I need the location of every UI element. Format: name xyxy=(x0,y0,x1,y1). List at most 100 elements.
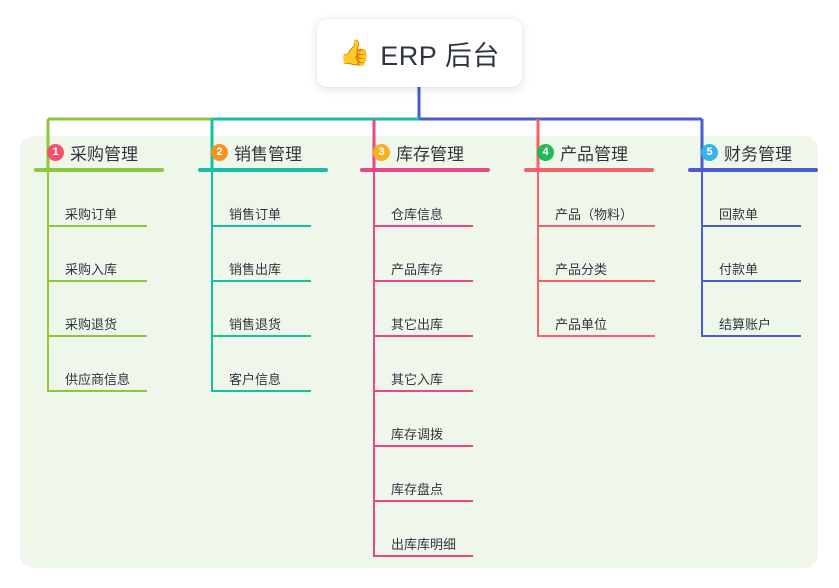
branch-item-label: 销售退货 xyxy=(229,317,282,332)
branch-items: 销售订单销售出库销售退货客户信息 xyxy=(211,172,358,392)
branch-title: 产品管理 xyxy=(560,144,628,164)
branch-number-badge: 1 xyxy=(47,143,64,161)
branch-item-label: 回款单 xyxy=(719,207,759,222)
branch-item-rule xyxy=(701,225,801,227)
branch-item-rule xyxy=(701,280,801,282)
branch-item[interactable]: 付款单 xyxy=(701,227,839,282)
branch-items: 回款单付款单结算账户 xyxy=(701,172,839,337)
branch-item-label: 其它入库 xyxy=(391,372,444,387)
branch-item-label: 产品分类 xyxy=(555,262,608,277)
branch-item[interactable]: 库存调拨 xyxy=(373,392,520,447)
branch-item-label: 付款单 xyxy=(719,262,759,277)
branch-item-label: 销售订单 xyxy=(229,207,282,222)
branch-spine xyxy=(47,172,49,392)
branch-item-rule xyxy=(47,390,147,392)
branch-header-rule xyxy=(198,168,328,172)
branch-spine xyxy=(211,172,213,392)
branches-panel xyxy=(20,136,818,568)
branch-number-badge: 4 xyxy=(537,143,554,161)
branch-item-label: 产品（物料） xyxy=(555,207,634,222)
branch-header-2[interactable]: 2 销售管理 xyxy=(198,136,358,168)
branch-item-label: 采购订单 xyxy=(65,207,118,222)
branch-header-4[interactable]: 4 产品管理 xyxy=(524,136,684,168)
branch-item[interactable]: 采购入库 xyxy=(47,227,194,282)
branch-column-1: 1 采购管理采购订单采购入库采购退货供应商信息 xyxy=(34,136,194,392)
branch-item-label: 产品库存 xyxy=(391,262,444,277)
branch-columns: 1 采购管理采购订单采购入库采购退货供应商信息 2 销售管理销售订单销售出库销售退货客… xyxy=(20,136,818,568)
branch-number-badge: 5 xyxy=(701,143,718,161)
branch-spine xyxy=(701,172,703,337)
branch-item[interactable]: 销售出库 xyxy=(211,227,358,282)
branch-header-rule xyxy=(524,168,654,172)
branch-item-label: 采购退货 xyxy=(65,317,118,332)
branch-item[interactable]: 其它出库 xyxy=(373,282,520,337)
branch-item-label: 供应商信息 xyxy=(65,372,131,387)
branch-header-rule xyxy=(360,168,490,172)
branch-item[interactable]: 产品库存 xyxy=(373,227,520,282)
branch-item[interactable]: 销售退货 xyxy=(211,282,358,337)
branch-item-rule xyxy=(211,225,311,227)
branch-item-rule xyxy=(373,225,473,227)
branch-item-rule xyxy=(373,335,473,337)
branch-item[interactable]: 其它入库 xyxy=(373,337,520,392)
branch-item-label: 仓库信息 xyxy=(391,207,444,222)
branch-column-5: 5 财务管理回款单付款单结算账户 xyxy=(688,136,839,337)
branch-header-1[interactable]: 1 采购管理 xyxy=(34,136,194,168)
branch-item[interactable]: 库存盘点 xyxy=(373,447,520,502)
branch-item-rule xyxy=(537,335,655,337)
branch-item-rule xyxy=(373,390,473,392)
branch-item-rule xyxy=(701,335,801,337)
branch-item-label: 库存调拨 xyxy=(391,427,444,442)
branch-column-4: 4 产品管理产品（物料） 产品分类产品单位 xyxy=(524,136,684,337)
branch-item[interactable]: 回款单 xyxy=(701,172,839,227)
branch-item[interactable]: 仓库信息 xyxy=(373,172,520,227)
branch-item[interactable]: 结算账户 xyxy=(701,282,839,337)
branch-item-rule xyxy=(47,280,147,282)
branch-item-rule xyxy=(373,500,473,502)
branch-item-rule xyxy=(537,280,655,282)
branch-header-3[interactable]: 3 库存管理 xyxy=(360,136,520,168)
branch-header-5[interactable]: 5 财务管理 xyxy=(688,136,839,168)
branch-title: 库存管理 xyxy=(396,144,464,164)
branch-item-rule xyxy=(211,280,311,282)
branch-item[interactable]: 产品单位 xyxy=(537,282,684,337)
branch-item-rule xyxy=(47,335,147,337)
branch-number-badge: 2 xyxy=(211,143,228,161)
branch-item-rule xyxy=(373,445,473,447)
branch-item-rule xyxy=(47,225,147,227)
branch-items: 产品（物料） 产品分类产品单位 xyxy=(537,172,684,337)
branch-item[interactable]: 产品分类 xyxy=(537,227,684,282)
root-title: ERP 后台 xyxy=(380,40,500,71)
branch-item[interactable]: 销售订单 xyxy=(211,172,358,227)
branch-item-label: 客户信息 xyxy=(229,372,282,387)
branch-item[interactable]: 出库库明细 xyxy=(373,502,520,557)
branch-column-2: 2 销售管理销售订单销售出库销售退货客户信息 xyxy=(198,136,358,392)
root-node[interactable]: 👍 ERP 后台 xyxy=(317,19,522,87)
branch-number-badge: 3 xyxy=(373,143,390,161)
branch-item-label: 采购入库 xyxy=(65,262,118,277)
thumbs-up-icon: 👍 xyxy=(339,38,371,67)
branch-item[interactable]: 供应商信息 xyxy=(47,337,194,392)
branch-title: 销售管理 xyxy=(234,144,302,164)
branch-header-rule xyxy=(34,168,164,172)
branch-title: 财务管理 xyxy=(724,144,792,164)
branch-item[interactable]: 产品（物料） xyxy=(537,172,684,227)
branch-item-rule xyxy=(373,555,473,557)
branch-item[interactable]: 客户信息 xyxy=(211,337,358,392)
branch-item-label: 其它出库 xyxy=(391,317,444,332)
branch-header-rule xyxy=(688,168,818,172)
branch-spine xyxy=(537,172,539,337)
branch-items: 仓库信息产品库存其它出库其它入库库存调拨库存盘点出库库明细 xyxy=(373,172,520,557)
branch-item-rule xyxy=(211,390,311,392)
branch-spine xyxy=(373,172,375,557)
branch-item-rule xyxy=(373,280,473,282)
branch-item[interactable]: 采购订单 xyxy=(47,172,194,227)
branch-item-label: 库存盘点 xyxy=(391,482,444,497)
branch-title: 采购管理 xyxy=(70,144,138,164)
branch-item-label: 结算账户 xyxy=(719,317,772,332)
branch-item-label: 出库库明细 xyxy=(391,537,457,552)
branch-item[interactable]: 采购退货 xyxy=(47,282,194,337)
branch-items: 采购订单采购入库采购退货供应商信息 xyxy=(47,172,194,392)
branch-item-rule xyxy=(537,225,655,227)
